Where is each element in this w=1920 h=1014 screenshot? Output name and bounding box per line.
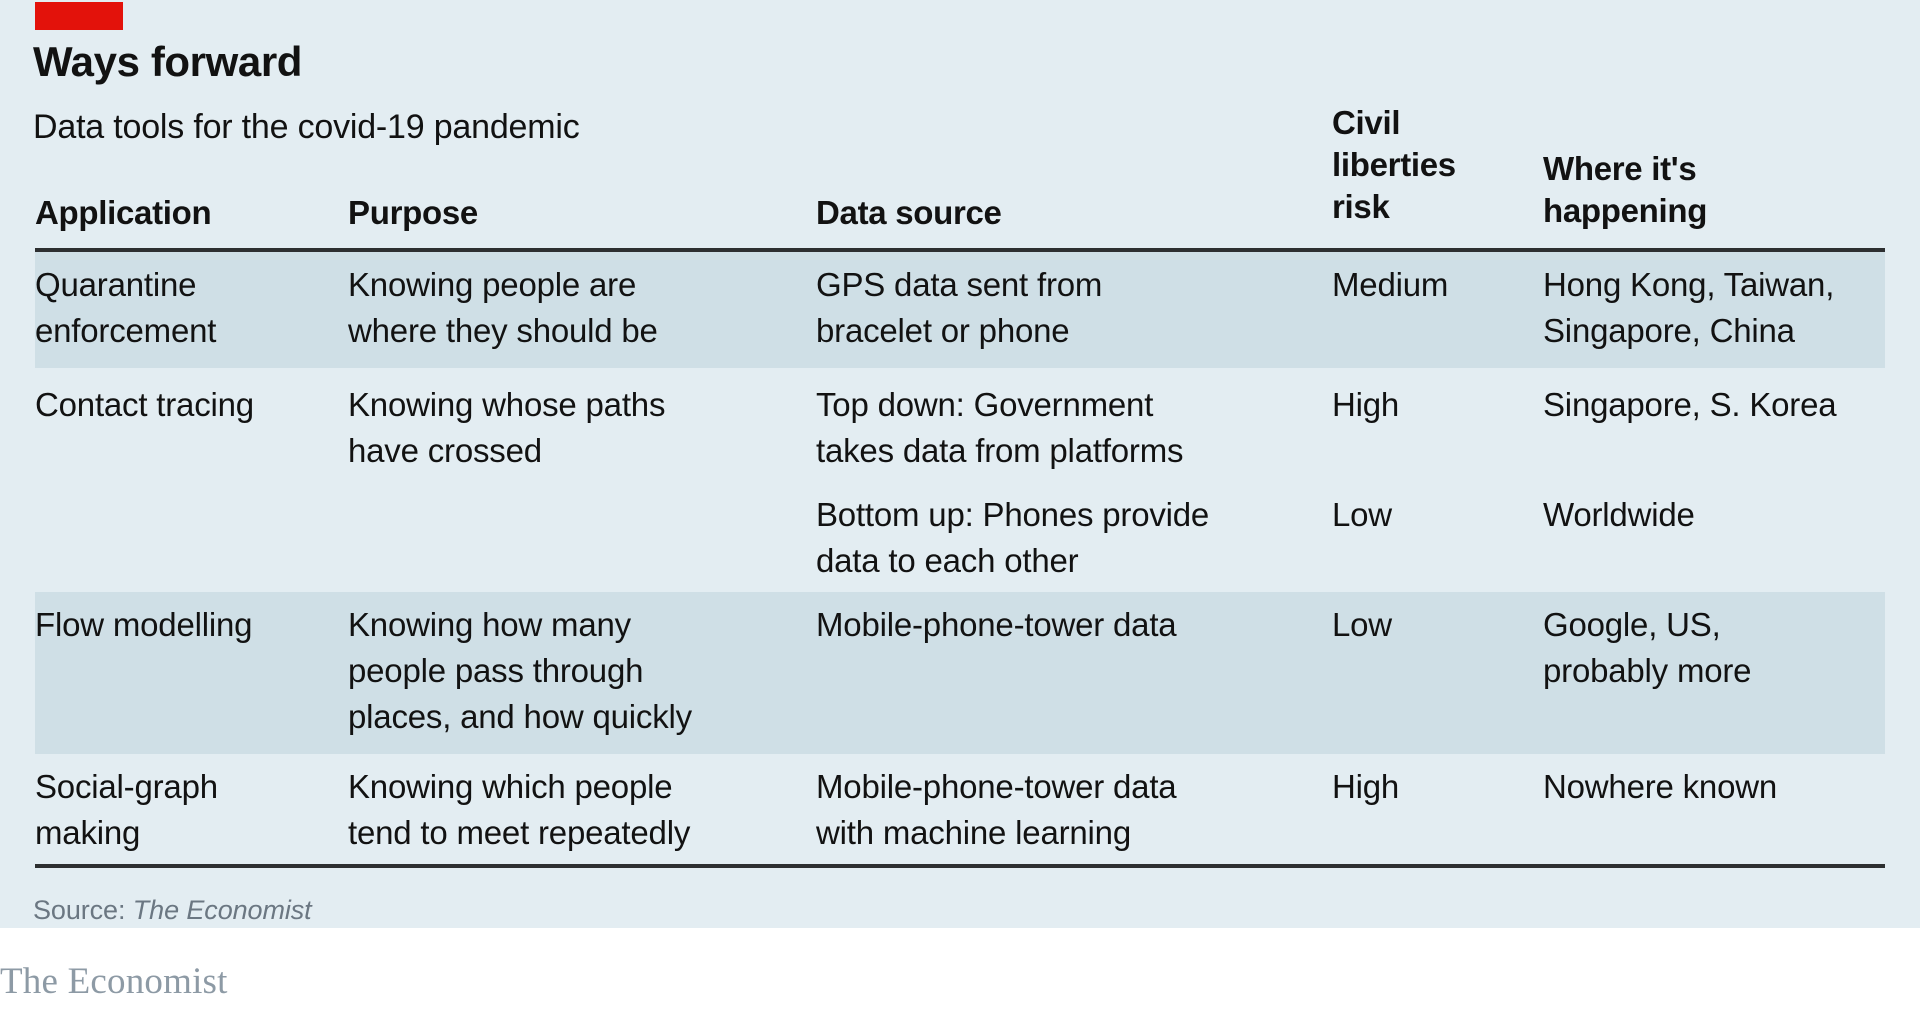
column-header-application: Application <box>35 194 212 231</box>
source-prefix: Source: <box>33 895 133 925</box>
figure-panel <box>0 0 1920 928</box>
column-header-where-its-happening: Where it's happening <box>1543 150 1708 229</box>
table-row-4-purpose: Knowing how many people pass through pla… <box>348 606 692 735</box>
table-row-2-data-source: Top down: Government takes data from pla… <box>816 386 1184 469</box>
column-header-civil-liberties-risk: Civil liberties risk <box>1332 104 1456 225</box>
table-row-5-risk: High <box>1332 768 1400 805</box>
table-row-4-risk: Low <box>1332 606 1392 643</box>
table-row-4-where: Google, US, probably more <box>1543 606 1752 689</box>
source-note: Source: The Economist <box>33 895 312 926</box>
table-row-3-where: Worldwide <box>1543 496 1695 533</box>
table-row-2-risk: High <box>1332 386 1400 423</box>
footer-rule <box>35 864 1885 868</box>
table-row-4-data-source: Mobile-phone-tower data <box>816 606 1177 643</box>
page-title: Ways forward <box>33 38 303 85</box>
table-row-1-purpose: Knowing people are where they should be <box>348 266 658 349</box>
table-row-5-application: Social-graph making <box>35 768 218 851</box>
table-row-5-data-source: Mobile-phone-tower data with machine lea… <box>816 768 1177 851</box>
table-row-3-data-source: Bottom up: Phones provide data to each o… <box>816 496 1210 579</box>
table-row-2-application: Contact tracing <box>35 386 254 423</box>
table-row-1-application: Quarantine enforcement <box>35 266 217 349</box>
row-highlight-band-1 <box>35 252 1885 368</box>
table-row-2-purpose: Knowing whose paths have crossed <box>348 386 666 469</box>
table-row-1-risk: Medium <box>1332 266 1449 303</box>
table-row-3-risk: Low <box>1332 496 1392 533</box>
header-rule <box>35 248 1885 252</box>
table-row-5-where: Nowhere known <box>1543 768 1778 805</box>
column-header-purpose: Purpose <box>348 194 478 231</box>
table-row-4-application: Flow modelling <box>35 606 253 643</box>
table-row-5-purpose: Knowing which people tend to meet repeat… <box>348 768 691 851</box>
economist-logo: The Economist <box>0 961 228 1002</box>
source-publication: The Economist <box>132 895 312 925</box>
table-row-1-data-source: GPS data sent from bracelet or phone <box>816 266 1103 349</box>
column-header-data-source: Data source <box>816 194 1002 231</box>
row-highlight-band-4 <box>35 592 1885 754</box>
page-subtitle: Data tools for the covid-19 pandemic <box>33 108 580 146</box>
table-row-1-where: Hong Kong, Taiwan, Singapore, China <box>1543 266 1835 349</box>
data-table: Application Purpose Data source Civil li… <box>35 104 1885 868</box>
table-row-2-where: Singapore, S. Korea <box>1543 386 1837 423</box>
economist-red-tab-icon <box>35 2 123 30</box>
